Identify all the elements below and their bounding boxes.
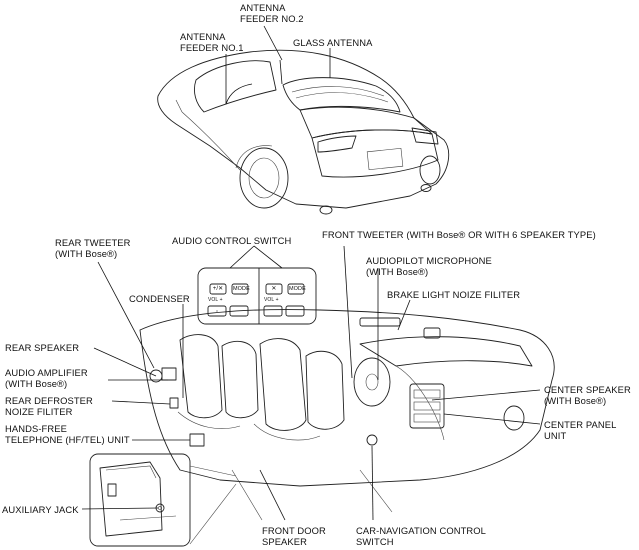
label-antenna-feeder-no1: ANTENNA FEEDER NO.1 xyxy=(180,31,244,53)
label-front-door-speaker: FRONT DOOR SPEAKER xyxy=(262,525,326,547)
label-center-speaker: CENTER SPEAKER (WITH Bose®) xyxy=(544,384,631,406)
label-audiopilot-microphone: AUDIOPILOT MICROPHONE (WITH Bose®) xyxy=(366,255,492,277)
switch-left-button-2: MODE xyxy=(233,286,250,292)
switch-right-button-1: ✕ xyxy=(271,286,277,292)
label-center-panel-unit: CENTER PANEL UNIT xyxy=(544,419,617,441)
leader-lines xyxy=(81,25,541,521)
label-antenna-feeder-no2: ANTENNA FEEDER NO.2 xyxy=(240,2,304,24)
switch-right-button-2: MODE xyxy=(289,286,306,292)
switch-right-vol-label: VOL + xyxy=(264,297,279,303)
label-rear-defroster-noize-filiter: REAR DEFROSTER NOIZE FILITER xyxy=(5,395,93,417)
label-auxiliary-jack: AUXILIARY JACK xyxy=(2,504,79,515)
label-rear-tweeter: REAR TWEETER (WITH Bose®) xyxy=(55,237,131,259)
switch-left-button-1: +/✕ xyxy=(212,286,224,292)
label-audio-control-switch: AUDIO CONTROL SWITCH xyxy=(172,235,292,246)
auxiliary-jack-inset xyxy=(89,453,237,547)
label-rear-speaker: REAR SPEAKER xyxy=(5,342,80,353)
interior-illustration xyxy=(139,309,555,521)
label-brake-light-noize-filiter: BRAKE LIGHT NOIZE FILITER xyxy=(387,289,521,300)
label-front-tweeter: FRONT TWEETER (WITH Bose® OR WITH 6 SPEA… xyxy=(322,229,596,240)
label-glass-antenna: GLASS ANTENNA xyxy=(293,37,373,48)
label-condenser: CONDENSER xyxy=(129,293,190,304)
car-exterior-illustration xyxy=(157,49,450,215)
label-audio-amplifier: AUDIO AMPLIFIER (WITH Bose®) xyxy=(5,367,88,389)
audio-control-switch-panel xyxy=(197,267,317,325)
switch-left-vol-label: VOL + xyxy=(208,297,223,303)
label-hands-free-telephone-unit: HANDS-FREE TELEPHONE (HF/TEL) UNIT xyxy=(5,423,130,445)
label-car-navigation-control-switch: CAR-NAVIGATION CONTROL SWITCH xyxy=(356,525,486,547)
